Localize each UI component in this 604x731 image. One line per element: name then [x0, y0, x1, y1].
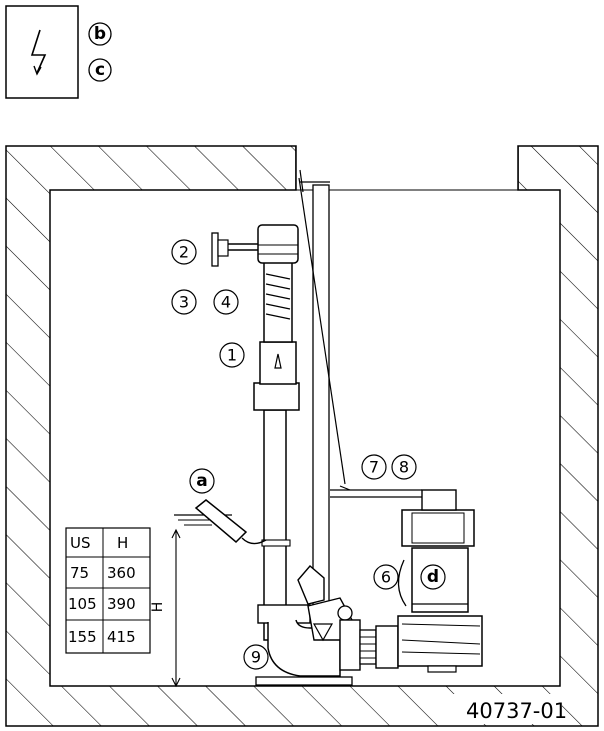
- table-cell: 105: [68, 595, 97, 613]
- pedestal-flange: [257, 604, 311, 624]
- table-header-h: H: [117, 534, 128, 552]
- float-cable: [241, 537, 267, 545]
- callout-a-text: a: [196, 471, 207, 491]
- legend: b c: [5, 5, 112, 99]
- pipe-coupling: [253, 382, 300, 411]
- lifting-chain: [298, 177, 346, 485]
- pump-handle: [421, 489, 457, 511]
- pump-motor-top: [401, 509, 475, 547]
- pump-volute: [397, 615, 483, 667]
- height-table: US H 75 360 105 390 155 415: [65, 527, 151, 654]
- legend-callout-b: [88, 22, 112, 46]
- callout-2: [171, 239, 197, 265]
- table-cell: 155: [68, 628, 97, 646]
- pipe-clamp: [261, 539, 291, 547]
- legend-callout-c: [88, 58, 112, 82]
- pedestal-base: [255, 676, 353, 686]
- lifting-bar: [330, 485, 422, 498]
- callout-8: [391, 454, 417, 480]
- callout-6: [373, 564, 399, 590]
- callout-4: [213, 289, 239, 315]
- figure-reference: 40737-01: [466, 699, 567, 723]
- callout-a: [189, 468, 215, 494]
- callout-7-text: 7: [369, 458, 379, 477]
- check-valve: [259, 341, 297, 385]
- float-switch: [174, 499, 267, 545]
- table-cell: 75: [70, 564, 89, 582]
- callout-1: [219, 342, 245, 368]
- pit-walls: [5, 145, 599, 727]
- height-label: H: [150, 602, 166, 613]
- legend-label-c: c: [95, 60, 105, 80]
- callout-3: [171, 289, 197, 315]
- legend-label-b: b: [94, 24, 106, 44]
- callout-d-text: d: [427, 567, 439, 587]
- table-cell: 390: [107, 595, 136, 613]
- table-cell: 360: [107, 564, 136, 582]
- callout-3-text: 3: [179, 293, 189, 312]
- callout-d: [420, 564, 446, 590]
- legend-box: [5, 5, 79, 99]
- valve-handwheel: [211, 232, 219, 267]
- pump-connection: [339, 619, 399, 671]
- guide-claw: [297, 565, 325, 605]
- callout-9: [243, 644, 269, 670]
- discharge-pipe: [211, 224, 311, 641]
- callout-6-text: 6: [381, 568, 391, 587]
- callouts: 1 2 3 4 6 7 8 9 a d: [171, 239, 446, 670]
- callout-1-text: 1: [227, 346, 237, 365]
- table-header-us: US: [70, 534, 91, 552]
- table-cell: 415: [107, 628, 136, 646]
- callout-2-text: 2: [179, 243, 189, 262]
- callout-7: [361, 454, 387, 480]
- pump-cable: [397, 559, 407, 607]
- height-dimension: H: [150, 528, 181, 688]
- callout-8-text: 8: [399, 458, 409, 477]
- callout-9-text: 9: [251, 648, 261, 667]
- figure-ref-background: [440, 694, 562, 724]
- flexible-hose: [263, 261, 293, 343]
- guide-rail: [299, 169, 330, 686]
- gate-valve: [257, 224, 299, 264]
- electrical-hazard-icon: [30, 29, 47, 76]
- callout-4-text: 4: [221, 293, 231, 312]
